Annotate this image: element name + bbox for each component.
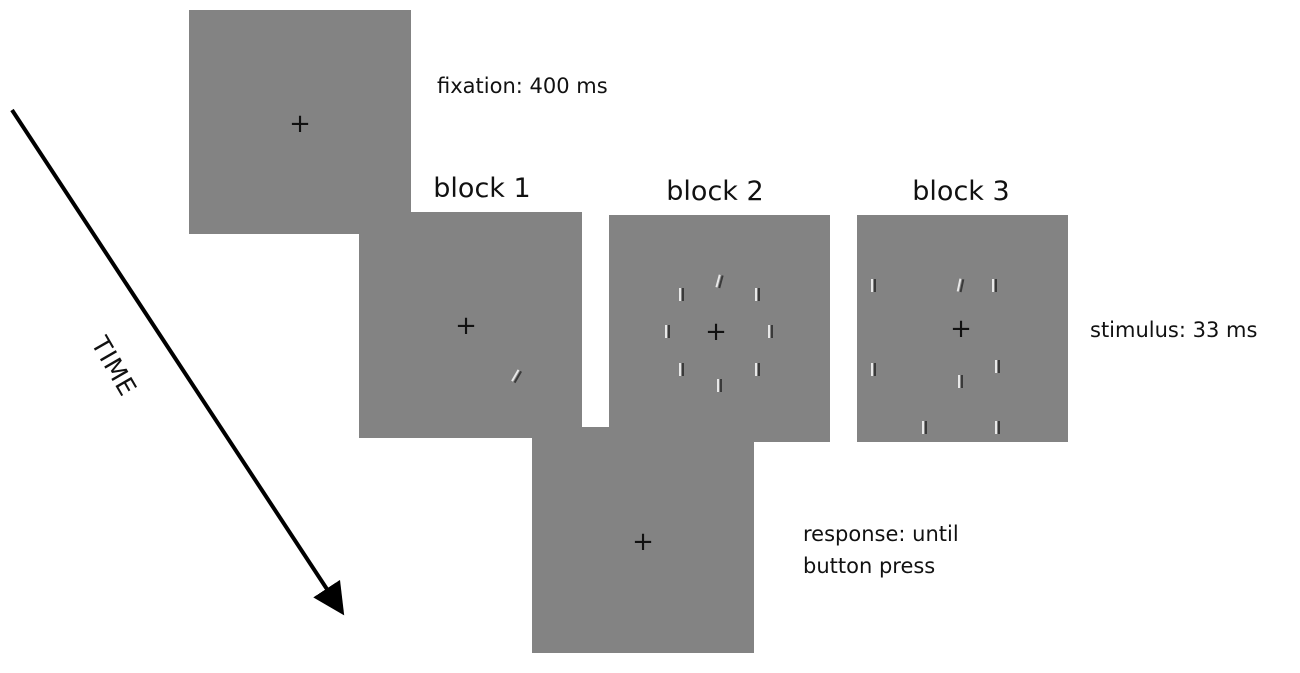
block-3-label: block 3: [912, 176, 1010, 207]
response-label-line-1: response: until: [803, 522, 959, 546]
gabor-patch: [716, 379, 724, 392]
block-2-screen: +: [609, 215, 830, 442]
fixation-label: fixation: 400 ms: [437, 74, 608, 98]
gabor-patch: [678, 363, 686, 376]
fixation-cross: +: [455, 311, 477, 341]
block-1-label: block 1: [433, 173, 531, 204]
block-2-label: block 2: [666, 176, 764, 207]
gabor-patch: [957, 375, 965, 388]
gabor-patch: [510, 369, 523, 384]
fixation-cross: +: [705, 317, 727, 347]
gabor-patch: [767, 325, 775, 338]
fixation-cross: +: [289, 109, 311, 139]
gabor-patch: [994, 421, 1002, 434]
stimulus-label: stimulus: 33 ms: [1090, 318, 1258, 342]
fixation-cross: +: [632, 527, 654, 557]
gabor-patch: [714, 274, 725, 289]
gabor-patch: [870, 363, 878, 376]
response-screen: +: [532, 427, 754, 653]
gabor-patch: [921, 421, 929, 434]
block-1-screen: +: [359, 212, 582, 438]
gabor-patch: [754, 363, 762, 376]
gabor-patch: [754, 288, 762, 301]
gabor-patch: [678, 288, 686, 301]
gabor-patch: [664, 325, 672, 338]
gabor-patch: [870, 279, 878, 292]
block-3-screen: +: [857, 215, 1068, 442]
fixation-cross: +: [950, 314, 972, 344]
gabor-patch: [956, 278, 967, 292]
gabor-patch: [994, 360, 1002, 373]
response-label-line-2: button press: [803, 554, 936, 578]
gabor-patch: [991, 279, 999, 292]
fixation-screen: +: [189, 10, 411, 234]
